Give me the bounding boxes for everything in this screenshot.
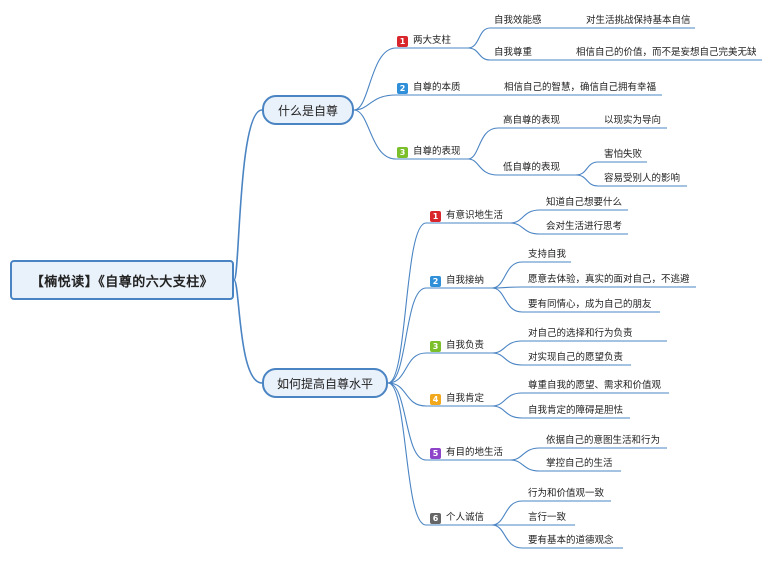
branch-personal-integrity[interactable]: 6 个人诚信 xyxy=(430,512,484,524)
priority-4-icon: 4 xyxy=(430,393,441,405)
node-self-efficacy[interactable]: 自我效能感 xyxy=(494,15,542,26)
main-topic-what-is-self-esteem[interactable]: 什么是自尊 xyxy=(262,95,354,125)
node-p5-c2[interactable]: 掌控自己的生活 xyxy=(546,458,613,469)
branch-self-assertion[interactable]: 4 自我肯定 xyxy=(430,393,484,405)
node-p6-c1[interactable]: 行为和价值观一致 xyxy=(528,488,605,499)
node-high-self-esteem[interactable]: 高自尊的表现 xyxy=(503,115,561,126)
branch-label: 个人诚信 xyxy=(446,512,485,523)
priority-2-icon: 2 xyxy=(397,82,408,94)
branch-manifestation[interactable]: 3 自尊的表现 xyxy=(397,146,461,158)
node-self-respect-detail[interactable]: 相信自己的价值，而不是妄想自己完美无缺 xyxy=(576,47,757,58)
branch-two-pillars[interactable]: 1 两大支柱 xyxy=(397,35,451,47)
branch-label: 有目的地生活 xyxy=(446,447,504,458)
branch-label: 自我接纳 xyxy=(446,275,485,286)
node-high-detail[interactable]: 以现实为导向 xyxy=(604,115,662,126)
node-p2-c2[interactable]: 愿意去体验，真实的面对自己，不逃避 xyxy=(528,274,690,285)
node-self-efficacy-detail[interactable]: 对生活挑战保持基本自信 xyxy=(586,15,691,26)
main-topic-how-to-raise[interactable]: 如何提高自尊水平 xyxy=(262,368,388,398)
node-p4-c1[interactable]: 尊重自我的愿望、需求和价值观 xyxy=(528,380,662,391)
branch-label: 有意识地生活 xyxy=(446,210,504,221)
priority-1-icon: 1 xyxy=(397,35,408,47)
node-p3-c2[interactable]: 对实现自己的愿望负责 xyxy=(528,352,624,363)
branch-live-purposefully[interactable]: 5 有目的地生活 xyxy=(430,447,503,459)
branch-live-consciously[interactable]: 1 有意识地生活 xyxy=(430,210,503,222)
priority-2-icon: 2 xyxy=(430,275,441,287)
branch-self-acceptance[interactable]: 2 自我接纳 xyxy=(430,275,484,287)
priority-6-icon: 6 xyxy=(430,512,441,524)
node-p3-c1[interactable]: 对自己的选择和行为负责 xyxy=(528,328,633,339)
node-p6-c2[interactable]: 言行一致 xyxy=(528,512,567,523)
node-p5-c1[interactable]: 依据自己的意图生活和行为 xyxy=(546,435,661,446)
node-essence-detail[interactable]: 相信自己的智慧，确信自己拥有幸福 xyxy=(504,82,657,93)
branch-label: 自我肯定 xyxy=(446,393,485,404)
branch-label: 两大支柱 xyxy=(413,35,452,46)
priority-5-icon: 5 xyxy=(430,447,441,459)
priority-3-icon: 3 xyxy=(397,146,408,158)
branch-essence[interactable]: 2 自尊的本质 xyxy=(397,82,461,94)
root-topic[interactable]: 【楠悦读】《自尊的六大支柱》 xyxy=(10,260,234,300)
node-p4-c2[interactable]: 自我肯定的障碍是胆怯 xyxy=(528,405,624,416)
node-p2-c1[interactable]: 支持自我 xyxy=(528,249,567,260)
node-low-detail-2[interactable]: 容易受别人的影响 xyxy=(604,173,681,184)
node-low-self-esteem[interactable]: 低自尊的表现 xyxy=(503,162,561,173)
branch-label: 自我负责 xyxy=(446,340,485,351)
node-p1-c1[interactable]: 知道自己想要什么 xyxy=(546,197,623,208)
priority-1-icon: 1 xyxy=(430,210,441,222)
branch-self-responsibility[interactable]: 3 自我负责 xyxy=(430,340,484,352)
node-low-detail-1[interactable]: 害怕失败 xyxy=(604,149,643,160)
node-p6-c3[interactable]: 要有基本的道德观念 xyxy=(528,535,614,546)
branch-label: 自尊的本质 xyxy=(413,82,461,93)
branch-label: 自尊的表现 xyxy=(413,146,461,157)
node-p1-c2[interactable]: 会对生活进行思考 xyxy=(546,221,623,232)
priority-3-icon: 3 xyxy=(430,340,441,352)
node-self-respect[interactable]: 自我尊重 xyxy=(494,47,533,58)
node-p2-c3[interactable]: 要有同情心，成为自己的朋友 xyxy=(528,299,652,310)
